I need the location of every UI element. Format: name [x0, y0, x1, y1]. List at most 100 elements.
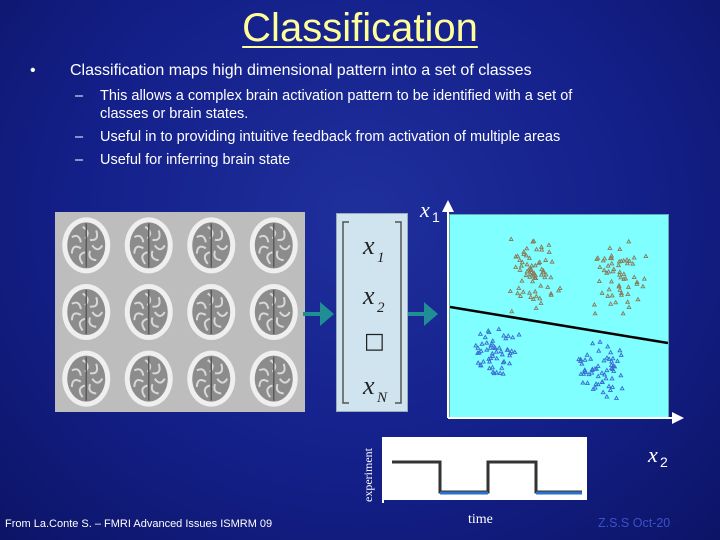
class-a-point	[599, 290, 605, 295]
class-b-point	[512, 349, 518, 354]
class-b-point	[595, 363, 601, 368]
class-b-point	[590, 340, 596, 346]
class-a-point	[524, 245, 530, 251]
class-a-point	[596, 278, 602, 284]
class-a-point	[601, 267, 607, 273]
class-a-point	[549, 259, 555, 264]
class-b-point	[509, 348, 515, 353]
class-a-point	[527, 271, 533, 276]
class-a-point	[641, 276, 647, 281]
brain-slice	[187, 217, 236, 274]
class-b-point	[479, 341, 485, 346]
class-b-point	[610, 363, 616, 368]
class-a-point	[613, 299, 619, 305]
brain-slice	[124, 217, 173, 274]
class-a-point	[643, 253, 649, 259]
class-a-point	[640, 283, 646, 289]
class-a-point	[625, 284, 632, 289]
class-b-point	[580, 379, 586, 385]
class-b-point	[505, 347, 511, 352]
class-a-point	[625, 299, 631, 304]
x2-axis-arrow	[448, 412, 684, 424]
class-a-point	[618, 258, 624, 263]
class-a-point	[527, 274, 533, 279]
class-b-point	[584, 380, 591, 385]
author-date: Z.S.S Oct-20	[598, 516, 671, 530]
class-b-point	[490, 369, 496, 374]
class-b-point	[498, 348, 504, 354]
class-a-point	[609, 255, 615, 261]
class-a-point	[532, 288, 538, 294]
class-b-point	[516, 331, 522, 337]
class-a-point	[617, 246, 623, 251]
class-a-point	[519, 278, 525, 283]
feature-vector-graphic: x 1 x 2 □ x N	[342, 221, 402, 406]
class-a-point	[606, 268, 612, 274]
class-a-point	[533, 305, 539, 310]
class-b-point	[601, 357, 607, 363]
class-b-point	[608, 362, 614, 367]
class-a-point	[594, 256, 600, 261]
class-a-point	[523, 272, 529, 278]
class-a-point	[538, 283, 544, 288]
class-b-point	[609, 384, 616, 389]
class-b-point	[487, 358, 493, 364]
class-b-point	[592, 384, 598, 390]
class-b-point	[599, 370, 605, 375]
class-a-point	[536, 260, 542, 266]
class-a-point	[606, 286, 612, 292]
x1-axis-label: x	[419, 197, 430, 222]
class-a-point	[624, 260, 630, 266]
class-b-point	[600, 389, 606, 395]
x2-axis-label-sub: 2	[660, 454, 668, 470]
class-a-point	[520, 289, 526, 294]
class-a-point	[618, 290, 624, 295]
class-b-point	[494, 369, 500, 375]
vector-entry-x1: x	[362, 231, 375, 260]
class-b-point	[578, 371, 584, 376]
x1-axis-arrow	[442, 200, 454, 418]
decision-boundary-line	[449, 305, 669, 345]
class-b-point	[606, 356, 612, 361]
class-a-point	[528, 294, 534, 299]
class-b-point	[578, 356, 584, 362]
class-a-point	[610, 268, 616, 274]
sub-bullet-dash: –	[75, 88, 84, 104]
class-b-point	[475, 360, 481, 365]
brain-slice	[187, 284, 236, 340]
class-a-point	[597, 264, 603, 269]
class-b-point	[507, 350, 513, 356]
class-a-point	[537, 295, 543, 301]
brain-slice	[124, 350, 173, 407]
class-b-point	[608, 349, 614, 355]
class-a-point	[626, 304, 632, 309]
class-a-point	[609, 292, 615, 298]
class-a-point	[516, 285, 522, 290]
vector-entry-x2: x	[362, 281, 375, 310]
vector-entry-ellipsis: □	[364, 329, 385, 354]
class-b-point	[505, 333, 511, 338]
class-a-point	[508, 236, 514, 241]
class-a-point	[600, 257, 606, 263]
class-a-point	[532, 262, 538, 268]
class-a-point	[616, 282, 622, 288]
class-b-point	[496, 345, 502, 350]
source-citation: From La.Conte S. – FMRI Advanced Issues …	[5, 518, 273, 530]
class-a-point	[529, 278, 536, 284]
x2-axis-label: x	[647, 442, 658, 467]
class-b-point	[510, 334, 516, 340]
class-a-point	[538, 244, 545, 249]
class-a-point	[624, 256, 630, 262]
class-b-point	[610, 355, 616, 361]
brain-slices-graphic	[62, 217, 298, 407]
class-a-point	[605, 263, 611, 268]
class-b-point	[584, 352, 590, 357]
class-b-point	[476, 349, 482, 355]
class-a-point	[602, 255, 608, 261]
class-b-point	[473, 342, 479, 348]
class-b-point	[586, 371, 592, 377]
class-b-point	[486, 356, 492, 361]
class-b-point	[506, 360, 513, 366]
class-a-point	[515, 290, 521, 296]
class-a-point	[621, 257, 627, 263]
